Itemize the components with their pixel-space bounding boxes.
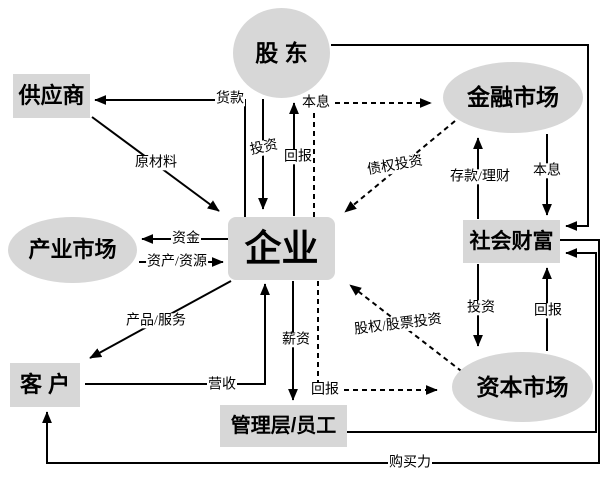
node-management-employees-label: 管理层/员工	[230, 415, 337, 437]
label-raw-materials: 原材料	[134, 155, 178, 171]
label-salary: 薪资	[281, 332, 311, 348]
edge-employees-to-social	[347, 248, 597, 433]
node-industry-market-label: 产业市场	[28, 237, 117, 262]
node-capital-market-label: 资本市场	[476, 373, 569, 400]
edge-debt-investment	[344, 120, 456, 213]
edge-shareholder-to-social	[331, 44, 589, 231]
label-payment-goods: 货款	[215, 91, 245, 107]
node-customers-label: 客 户	[19, 372, 71, 397]
node-industry-market: 产业市场	[8, 217, 137, 283]
edge-payment-goods	[94, 95, 246, 217]
node-enterprise-label: 企业	[244, 228, 319, 269]
label-assets-resources: 资产/资源	[146, 254, 208, 270]
label-products-services: 产品/服务	[125, 313, 187, 329]
edge-principal-interest-top	[313, 98, 432, 217]
node-capital-market: 资本市场	[452, 352, 593, 422]
node-financial-market: 金融市场	[443, 62, 583, 133]
node-suppliers: 供应商	[13, 74, 90, 118]
label-return-capital: 回报	[310, 382, 340, 398]
label-revenue: 营收	[207, 377, 237, 393]
node-enterprise: 企业	[228, 217, 335, 280]
node-social-wealth-label: 社会财富	[469, 230, 554, 253]
label-invest-social: 投资	[466, 300, 496, 316]
label-return-social: 回报	[533, 303, 563, 319]
edge-return-capital	[317, 281, 438, 395]
label-return-shareholder: 回报	[283, 149, 313, 165]
node-customers: 客 户	[10, 363, 80, 407]
node-social-wealth: 社会财富	[463, 220, 560, 263]
label-principal-interest-right: 本息	[532, 163, 562, 179]
label-deposit-wealth: 存款/理财	[449, 169, 511, 185]
label-principal-interest-top: 本息	[301, 95, 331, 111]
node-shareholders: 股 东	[233, 8, 330, 98]
label-funds: 资金	[171, 231, 201, 247]
edge-purchasing-power	[42, 239, 600, 464]
label-purchasing-power: 购买力	[388, 455, 432, 471]
node-suppliers-label: 供应商	[18, 83, 85, 108]
node-financial-market-label: 金融市场	[467, 84, 559, 110]
edge-revenue	[85, 283, 270, 385]
node-shareholders-label: 股 东	[255, 39, 308, 66]
node-management-employees: 管理层/员工	[220, 405, 347, 447]
